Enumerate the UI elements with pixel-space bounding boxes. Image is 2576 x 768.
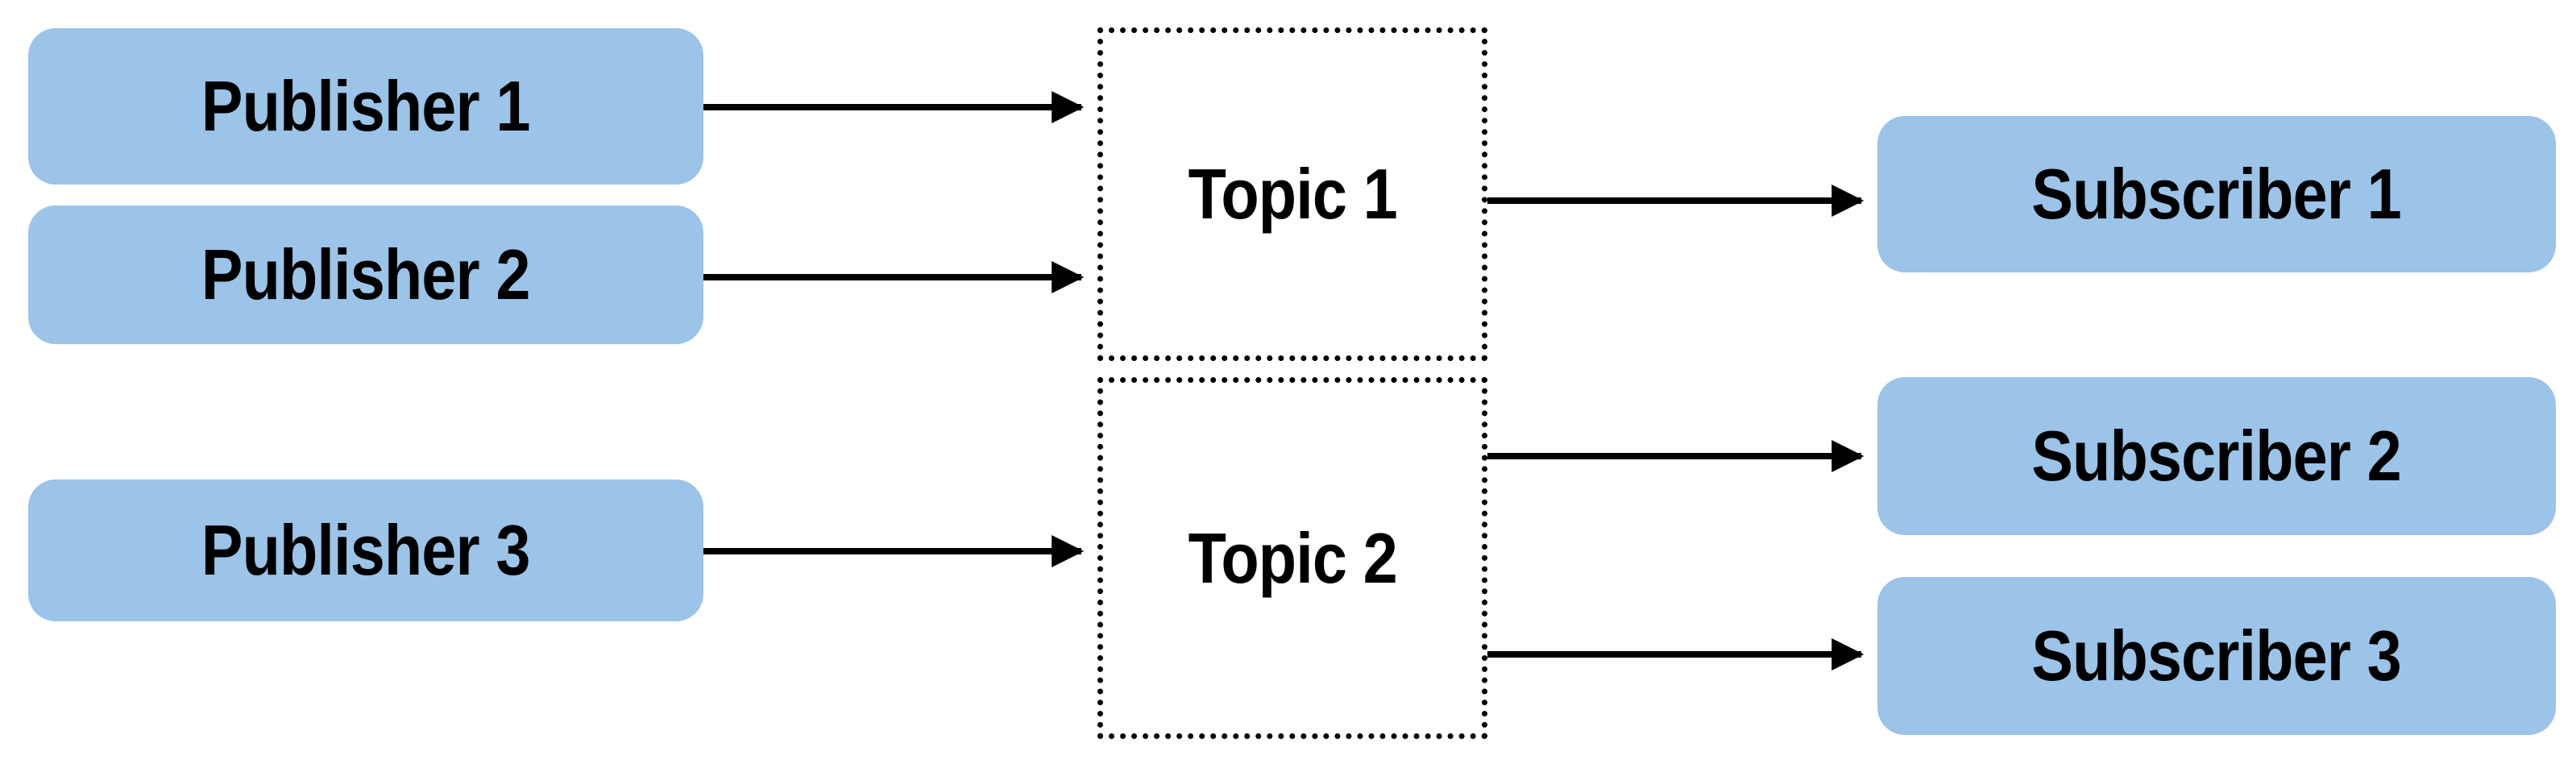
publisher-1-label: Publisher 1 [201, 66, 531, 146]
subscriber-2-node[interactable]: Subscriber 2 [1877, 377, 2556, 535]
publisher-3-node[interactable]: Publisher 3 [28, 479, 703, 621]
topic-1-label: Topic 1 [1188, 154, 1397, 234]
publisher-2-label: Publisher 2 [201, 235, 531, 314]
topic-2-node[interactable]: Topic 2 [1097, 377, 1487, 739]
subscriber-3-label: Subscriber 3 [2031, 616, 2402, 695]
publisher-2-node[interactable]: Publisher 2 [28, 205, 703, 344]
topic-1-node[interactable]: Topic 1 [1097, 27, 1487, 361]
subscriber-1-label: Subscriber 1 [2031, 154, 2402, 234]
topic-2-label: Topic 2 [1188, 517, 1397, 598]
subscriber-1-node[interactable]: Subscriber 1 [1877, 116, 2556, 272]
publisher-1-node[interactable]: Publisher 1 [28, 28, 703, 185]
publisher-3-label: Publisher 3 [201, 510, 531, 590]
subscriber-3-node[interactable]: Subscriber 3 [1877, 577, 2556, 735]
subscriber-2-label: Subscriber 2 [2031, 416, 2402, 496]
